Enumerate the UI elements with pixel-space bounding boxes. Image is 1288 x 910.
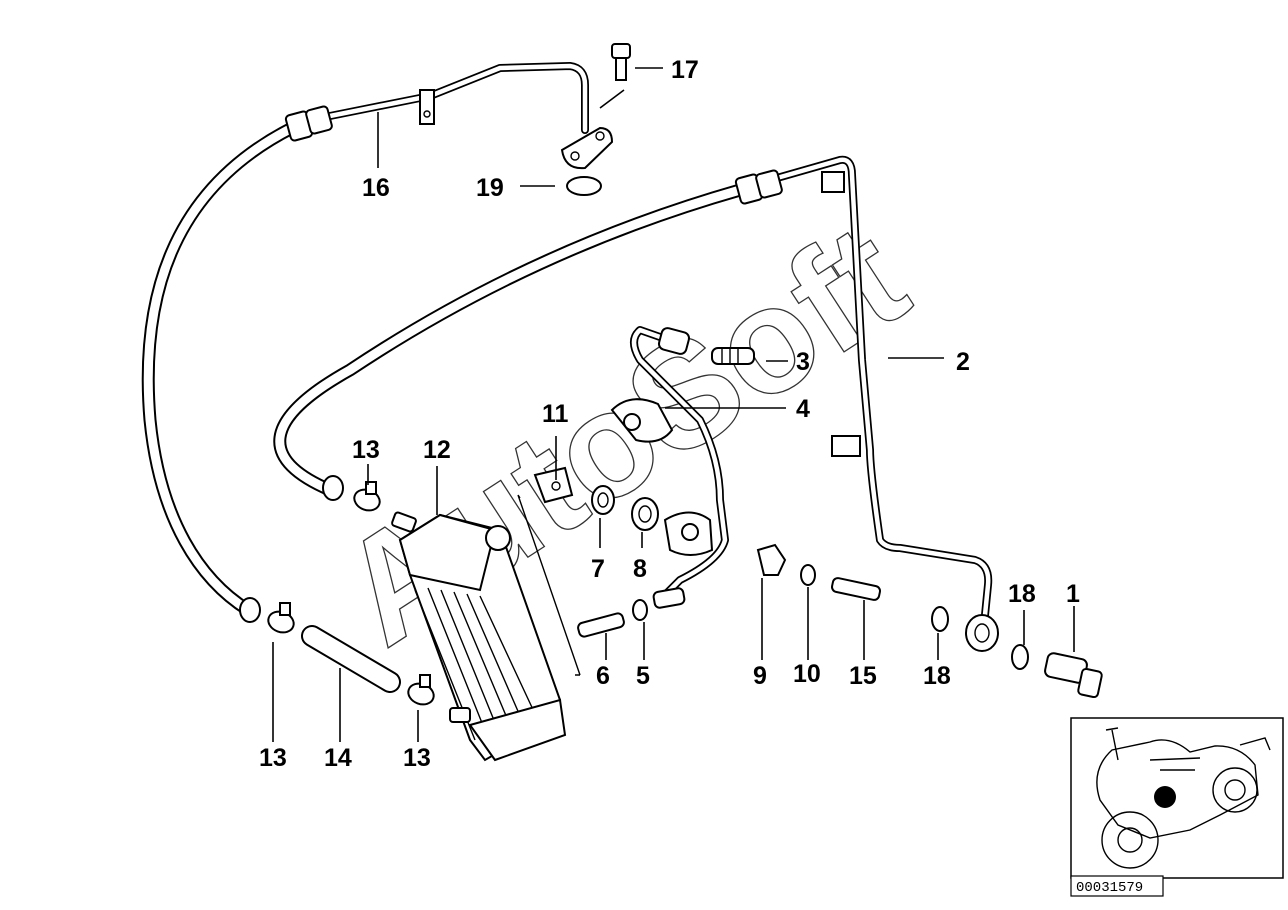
callout-6: 6 — [596, 662, 610, 690]
callout-11: 11 — [542, 400, 569, 428]
reference-number-box: 00031579 — [1070, 875, 1164, 897]
screw-6 — [577, 612, 625, 638]
callout-9: 9 — [753, 662, 767, 690]
location-marker — [1154, 786, 1176, 808]
hose-end — [239, 597, 261, 623]
bolt-17 — [611, 43, 631, 81]
callout-4: 4 — [796, 395, 810, 423]
callout-2: 2 — [956, 348, 970, 376]
callout-5: 5 — [636, 662, 650, 690]
hose-clamp-13-top — [353, 481, 381, 512]
o-ring-19 — [566, 176, 602, 196]
callout-17: 17 — [671, 56, 699, 84]
leader-lines — [272, 67, 1075, 742]
callout-1: 1 — [1066, 580, 1080, 608]
callout-13-top: 13 — [352, 436, 380, 464]
callout-14: 14 — [324, 744, 352, 772]
callout-3: 3 — [796, 348, 810, 376]
hose-clamp-13-left — [267, 602, 295, 634]
washer-5 — [632, 599, 648, 621]
reference-number: 00031579 — [1076, 880, 1143, 896]
oil-hose-16 — [141, 62, 614, 617]
clip-nut-11 — [533, 466, 574, 504]
callout-15: 15 — [849, 662, 877, 690]
callout-12: 12 — [423, 436, 451, 464]
bolt-3 — [711, 347, 755, 365]
hose-14 — [301, 625, 401, 693]
callout-13-right: 13 — [403, 744, 431, 772]
motorcycle-locator-thumbnail — [1070, 717, 1284, 879]
seal-ring-18-left — [931, 606, 949, 632]
oil-pipe-4 — [610, 326, 729, 609]
washer-10 — [800, 564, 816, 586]
watermark: AutoSoft — [311, 191, 933, 677]
banjo-bolt-1 — [1044, 652, 1103, 699]
callout-10: 10 — [793, 660, 821, 688]
bolt-15 — [830, 577, 882, 601]
oil-cooler-12 — [391, 511, 567, 762]
seal-ring-18-right — [1011, 644, 1029, 670]
callout-7: 7 — [591, 555, 605, 583]
callout-16: 16 — [362, 174, 390, 202]
callout-13-left: 13 — [259, 744, 287, 772]
grommet-7 — [591, 485, 615, 515]
callout-8: 8 — [633, 555, 647, 583]
grommet-8 — [631, 497, 659, 531]
spacer-9 — [756, 543, 787, 576]
hose-clamp-13-right — [407, 674, 435, 706]
callout-18-right: 18 — [1008, 580, 1036, 608]
callout-18-left: 18 — [923, 662, 951, 690]
oil-hose-2 — [273, 155, 999, 652]
assembly-bracket — [517, 494, 581, 676]
callout-19: 19 — [476, 174, 504, 202]
